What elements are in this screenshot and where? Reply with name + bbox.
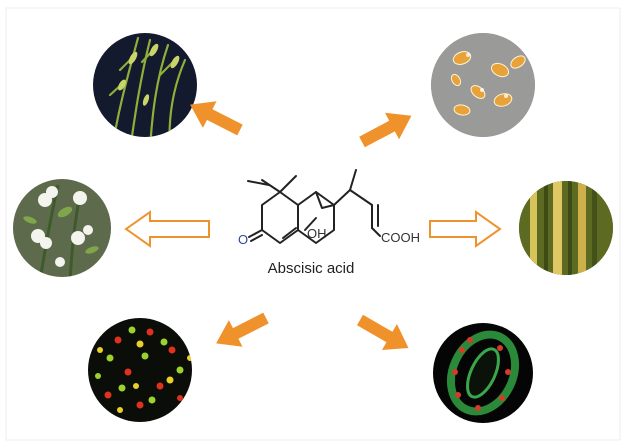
arrow-bottom-left bbox=[216, 312, 269, 347]
arrow-middle-right bbox=[429, 210, 502, 248]
abscisic-acid-structure bbox=[247, 169, 381, 244]
hydroxyl-label: OH bbox=[307, 226, 327, 241]
panel-middle-left-flowers bbox=[13, 179, 111, 277]
panel-top-right-seeds bbox=[431, 33, 535, 137]
arrow-middle-left bbox=[124, 210, 210, 248]
carboxyl-label: COOH bbox=[381, 230, 420, 245]
arrow-top-left bbox=[190, 101, 243, 136]
panel-middle-right-leaf bbox=[519, 181, 613, 275]
panel-top-left-grass bbox=[93, 33, 197, 137]
outline-arrows bbox=[124, 210, 502, 248]
ketone-oxygen-label: O bbox=[238, 232, 248, 247]
molecule-name-label: Abscisic acid bbox=[268, 260, 355, 277]
panel-bottom-left-fluorescence bbox=[88, 318, 192, 422]
arrow-top-right bbox=[359, 112, 412, 148]
molecule-atom-labels: O OH COOH bbox=[238, 226, 420, 247]
arrow-bottom-right bbox=[357, 314, 409, 350]
solid-arrows bbox=[190, 101, 412, 350]
panel-bottom-right-stomata bbox=[433, 323, 533, 423]
